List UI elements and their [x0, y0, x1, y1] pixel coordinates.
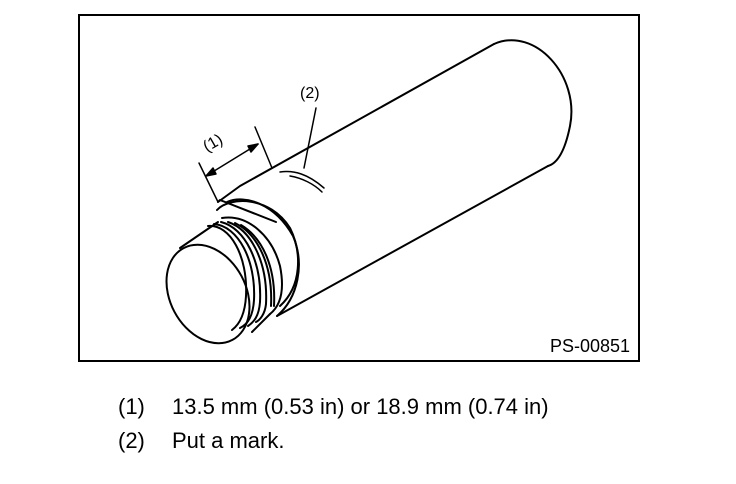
dimension-extension-right — [254, 126, 273, 169]
shoulder-ring-outer — [216, 200, 299, 307]
figure-id-label: PS-00851 — [549, 336, 630, 356]
shaft-body — [217, 39, 573, 317]
callout-1-label: (1) — [200, 131, 225, 156]
mark-leader-line — [303, 107, 317, 169]
callout-2-label: (2) — [300, 85, 320, 102]
shaft-threads — [179, 221, 276, 333]
legend-item-number: (2) — [118, 428, 145, 453]
legend-item-number: (1) — [118, 394, 145, 419]
shaft-shoulder — [216, 198, 300, 317]
legend-item-text: 13.5 mm (0.53 in) or 18.9 mm (0.74 in) — [172, 394, 549, 419]
thread-ring-2 — [213, 223, 256, 329]
shoulder-ring-outer-2 — [226, 198, 300, 317]
dimension-marker — [198, 126, 273, 203]
shaft-end-face — [493, 39, 573, 167]
mark-indicator — [279, 107, 325, 193]
thread-ring-4 — [227, 221, 268, 323]
thread-ring-3 — [220, 221, 262, 327]
legend-item-text: Put a mark. — [172, 428, 285, 453]
legend: (1) 13.5 mm (0.53 in) or 18.9 mm (0.74 i… — [118, 390, 549, 458]
shaft-tip-face — [165, 243, 251, 345]
shaft-top-edge — [217, 43, 495, 223]
thread-ring-1 — [207, 224, 248, 331]
shoulder-ring-inner — [221, 216, 283, 315]
dimension-arrow-right — [247, 143, 259, 153]
shaft-bottom-edge — [276, 165, 549, 317]
dimension-extension-left — [198, 162, 219, 203]
mark-stripe-bottom — [289, 175, 323, 193]
figure-frame: (1) (2) PS-00851 — [78, 14, 640, 362]
thread-ring-5 — [234, 222, 273, 307]
thread-bottom-edge — [251, 313, 271, 333]
legend-item: (2) Put a mark. — [118, 424, 549, 458]
mark-stripe-top — [279, 170, 325, 189]
shaft-illustration: (1) (2) — [165, 39, 573, 345]
dimension-arrow-left — [205, 167, 217, 177]
legend-item: (1) 13.5 mm (0.53 in) or 18.9 mm (0.74 i… — [118, 390, 549, 424]
thread-ring-6 — [240, 224, 276, 307]
